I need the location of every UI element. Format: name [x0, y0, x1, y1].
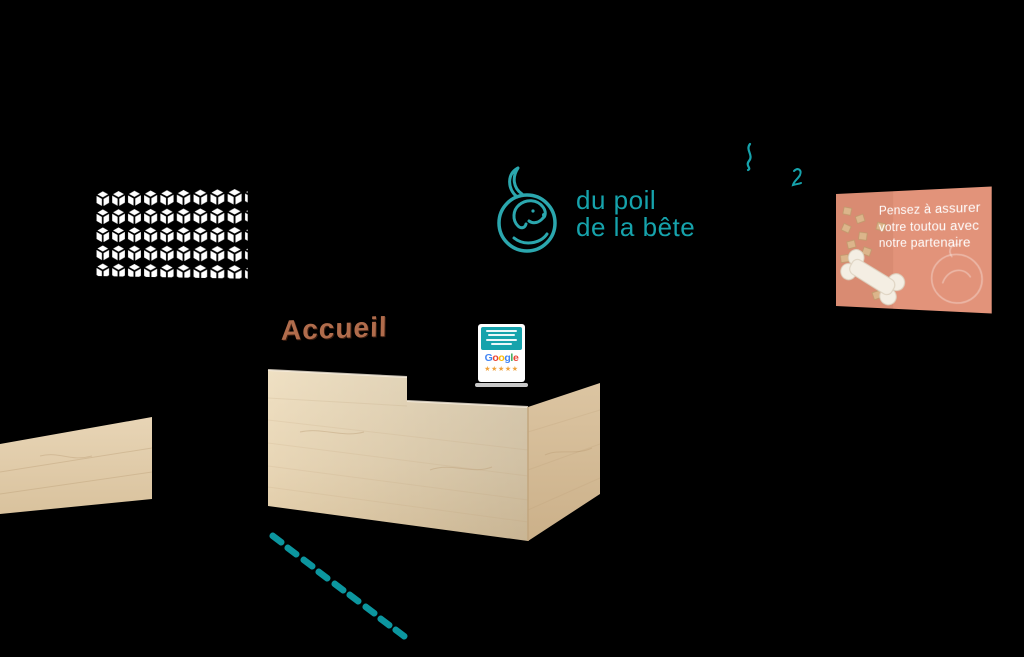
sign-text-line-placeholder [491, 343, 512, 346]
google-letter: e [512, 352, 519, 364]
floor-path-dash [362, 603, 378, 617]
google-sign-base [475, 383, 528, 387]
logo-dog-icon [497, 166, 557, 253]
sign-text-line-placeholder [488, 334, 515, 337]
side-wall-panel [0, 417, 153, 514]
teal-squiggle-decal [746, 142, 752, 172]
bone-treats-illustration [836, 191, 992, 313]
poster-text-line: votre toutou avec [878, 219, 980, 234]
insurance-poster: Pensez à assurer votre toutou avec notre… [836, 186, 992, 314]
star-rating: ★★★★★ [484, 365, 519, 373]
accueil-sign: Accueil [280, 311, 388, 346]
poster-text-line: notre partenaire [878, 236, 971, 250]
floor-path-dash [300, 556, 316, 570]
google-logo-text: Google [481, 353, 522, 364]
floor-path-dash [315, 568, 331, 582]
google-letter: o [492, 352, 499, 364]
brand-logo-line2: de la bête [576, 212, 696, 242]
reception-desk [267, 369, 601, 541]
floor-path-dash [269, 532, 285, 546]
geometric-pattern [95, 187, 248, 279]
wall-decals [746, 142, 802, 187]
desk-side-face [528, 383, 600, 541]
google-review-sign: Google ★★★★★ [475, 324, 528, 387]
side-wall-panel-texture [0, 447, 153, 495]
floor-path [269, 532, 408, 640]
google-letter: g [504, 352, 511, 364]
floor-path-dash [331, 580, 347, 594]
poster-watermark-dog-icon [932, 244, 982, 304]
floor-path-dash [377, 615, 393, 629]
sign-text-line-placeholder [486, 338, 517, 341]
desk-edge-highlights [267, 369, 529, 408]
poster-text-line: Pensez à assurer [878, 201, 981, 218]
google-sign-header [481, 327, 522, 350]
brand-logo-text: du poil de la bête [576, 187, 695, 241]
teal-squiggle-decal [791, 168, 802, 187]
floor-path-dash [392, 626, 408, 640]
desk-texture-lines [267, 397, 601, 523]
brand-logo-line1: du poil [576, 185, 657, 215]
floor-path-dash [284, 544, 300, 558]
floor-path-dash [346, 591, 362, 605]
google-letter: l [510, 352, 513, 364]
sign-text-line-placeholder [486, 330, 517, 332]
google-letter: G [484, 352, 493, 364]
google-letter: o [498, 352, 505, 364]
wall-pattern-panel [95, 187, 248, 279]
poster-text: Pensez à assurer votre toutou avec notre… [879, 200, 989, 253]
